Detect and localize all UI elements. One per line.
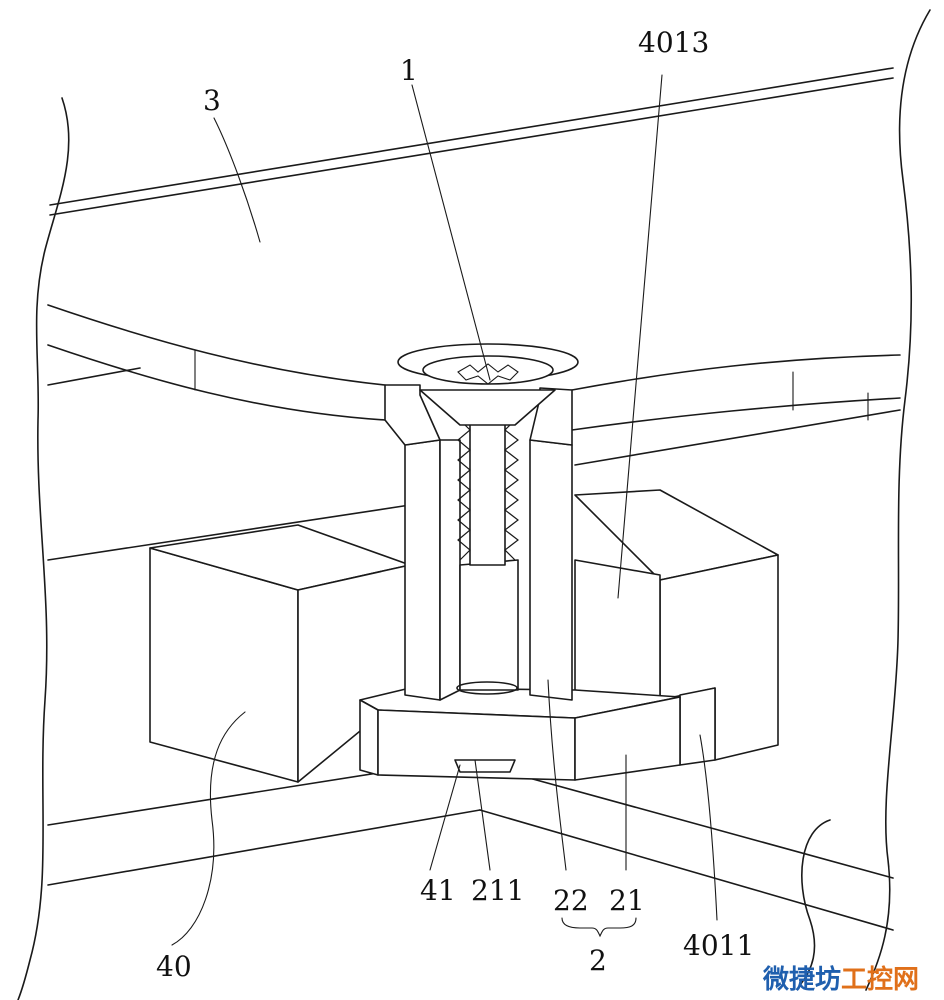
watermark-part-2: 工控网 (841, 965, 919, 995)
label-2: 2 (589, 944, 607, 977)
sleeve-22-right-wall (529, 439, 573, 701)
panel-curve-right-bottom (571, 397, 901, 431)
floor-line-3 (499, 769, 894, 879)
label-4011: 4011 (683, 929, 754, 962)
right-block-step (679, 687, 716, 766)
label-22: 22 (553, 884, 589, 917)
panel-curve-right-top (571, 354, 901, 391)
label-4013: 4013 (638, 26, 709, 59)
label-21: 21 (609, 884, 645, 917)
panel-curve-top (47, 304, 386, 386)
top-plate-edge-2 (49, 77, 894, 216)
sleeve-bore-bottom (456, 681, 518, 695)
base-line-upper (47, 504, 411, 561)
label-3: 3 (203, 84, 221, 117)
sleeve-bore (459, 559, 519, 691)
leader-1 (411, 84, 491, 381)
watermark-text: 微捷坊工控网 (762, 964, 919, 995)
label-211: 211 (471, 874, 524, 907)
sleeve-22-left-wall (404, 439, 441, 701)
left-break-line (17, 97, 70, 1000)
leader-22 (547, 679, 567, 871)
screw-head-torx-icon (457, 363, 519, 385)
screw-head-cone (419, 389, 556, 426)
top-plate-edge-1 (49, 67, 894, 206)
panel-ledge-left (47, 367, 141, 386)
screw-head-dish-inner (422, 355, 554, 385)
label-40: 40 (156, 950, 192, 983)
bottom-right-break-line (799, 819, 831, 986)
screw-thread-left (457, 419, 471, 561)
leader-211 (474, 759, 491, 871)
label-1: 1 (400, 54, 418, 87)
base-line-right (574, 409, 901, 466)
brace-2 (561, 917, 637, 938)
floor-line-4 (479, 809, 894, 931)
leader-40 (171, 711, 246, 946)
sleeve-22-inner (439, 439, 461, 701)
bottom-lug (454, 759, 516, 773)
right-block-inner (574, 559, 661, 701)
flange-21-front (359, 699, 379, 776)
screw-thread-right (504, 419, 519, 561)
leader-41 (429, 764, 461, 871)
leader-3 (213, 117, 261, 243)
label-41: 41 (420, 874, 456, 907)
leader-4011 (699, 734, 718, 921)
watermark-part-1: 微捷坊 (762, 964, 841, 995)
collar-left (384, 384, 441, 446)
floor-line-2 (47, 809, 481, 886)
leader-4013 (617, 74, 663, 599)
right-break-line (865, 9, 931, 991)
flange-21-right (574, 696, 681, 781)
panel-curve-bottom (47, 344, 386, 421)
